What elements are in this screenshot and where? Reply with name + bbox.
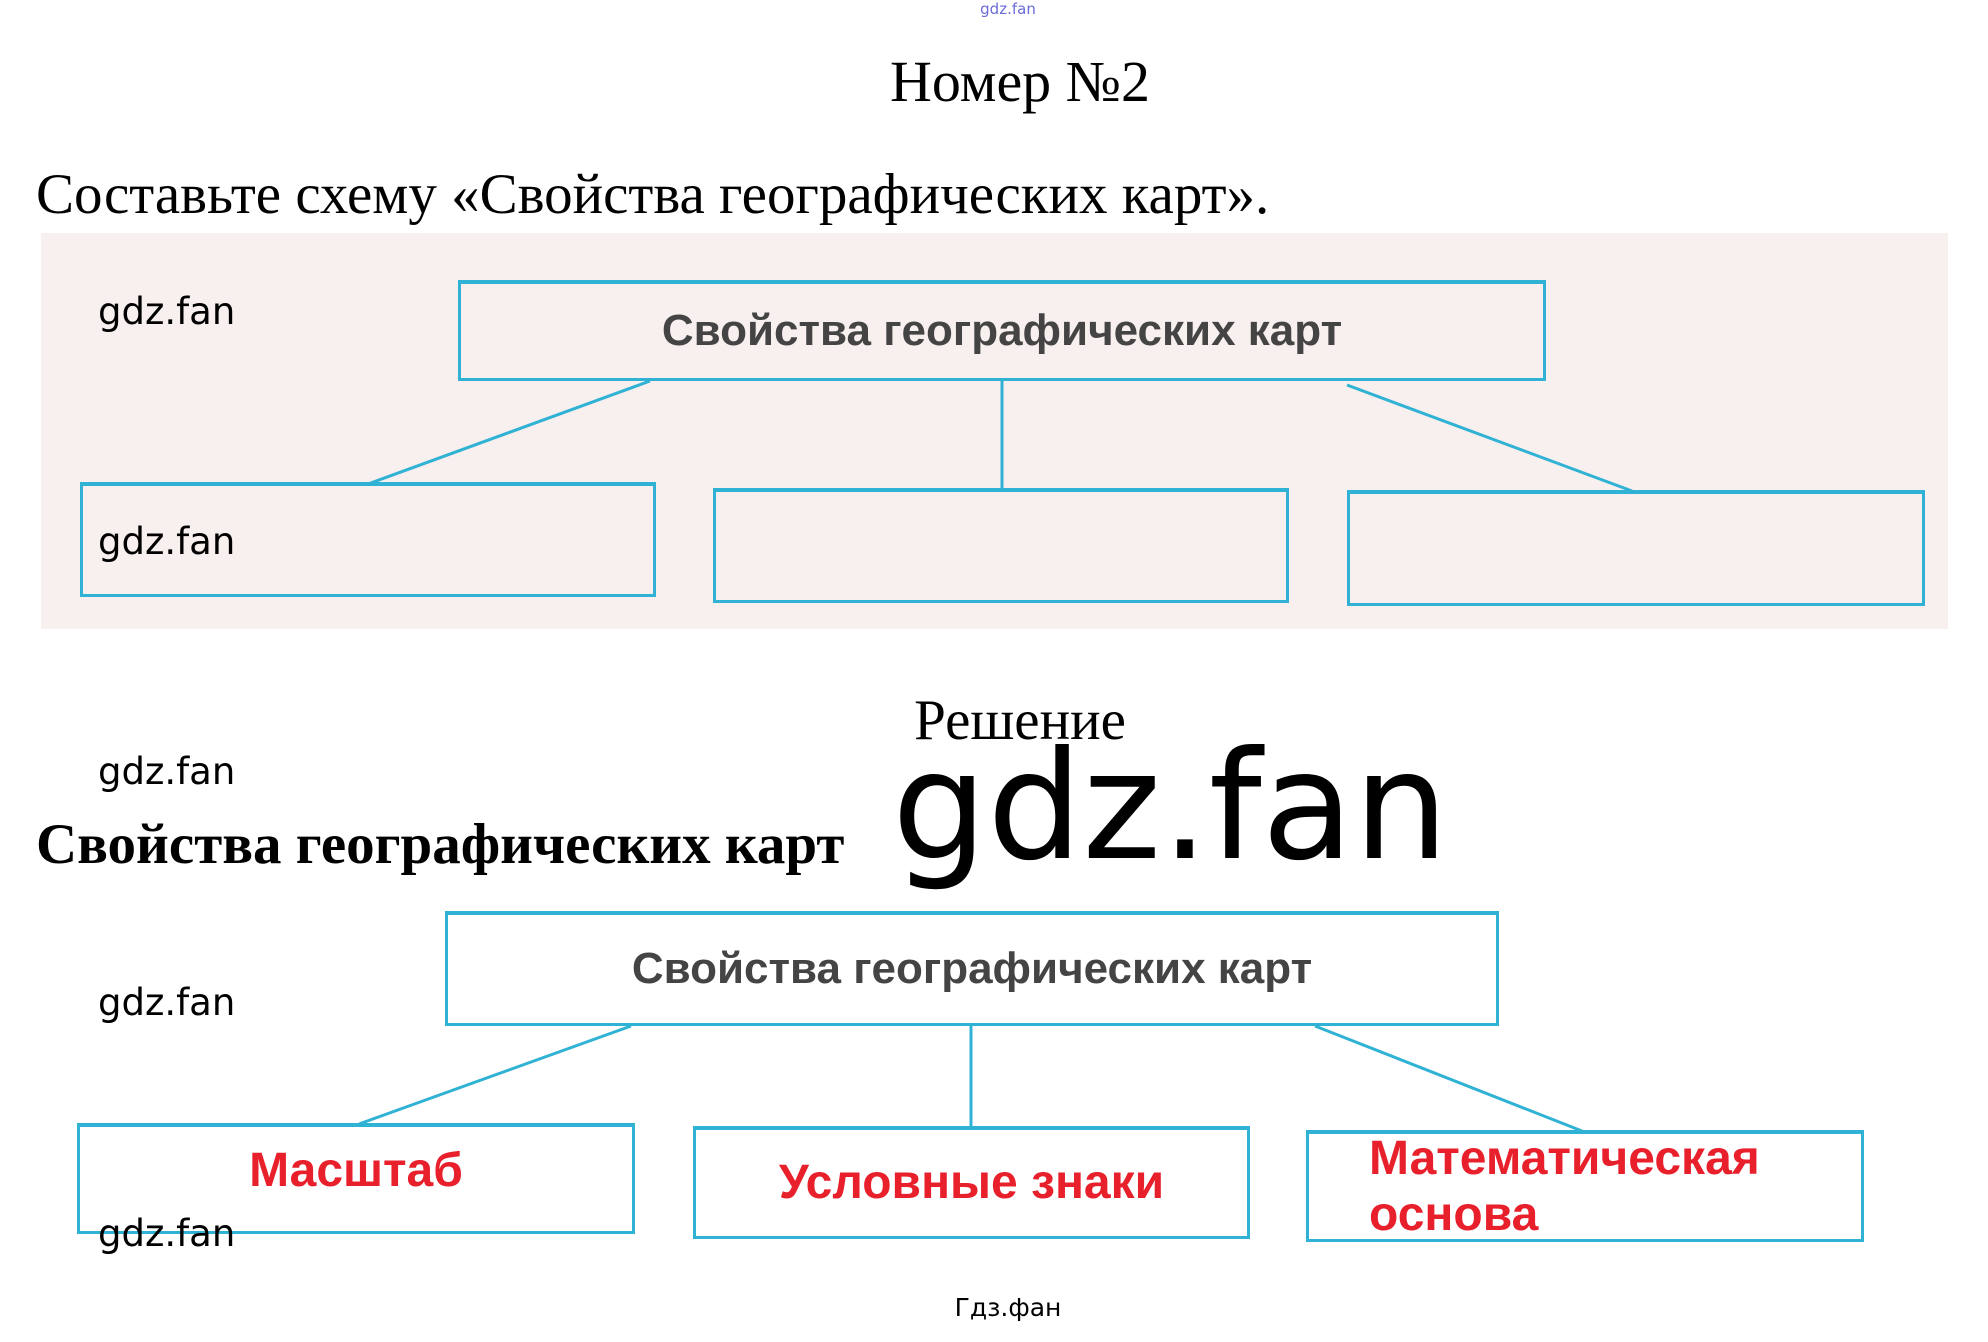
solution-heading: Решение <box>914 689 1126 752</box>
connector-left <box>367 379 651 486</box>
answer-root-label: Свойства географических карт <box>631 944 1313 993</box>
child-box-1 <box>80 482 656 597</box>
watermark: gdz.fan <box>98 1212 236 1255</box>
answer-box-symbols: Условные знаки <box>693 1126 1250 1239</box>
watermark: gdz.fan <box>98 520 236 563</box>
answer-root-box: Свойства географических карт <box>445 911 1499 1026</box>
root-label: Свойства географических карт <box>661 306 1343 355</box>
answer-box-scale: Масштаб <box>77 1123 635 1234</box>
answer-title: Свойства географических карт <box>36 813 845 876</box>
answer-symbols: Условные знаки <box>778 1156 1165 1209</box>
child-box-2 <box>713 488 1289 603</box>
child-box-3 <box>1347 490 1925 606</box>
top-watermark: gdz.fan <box>980 0 1036 18</box>
answer-scale: Масштаб <box>249 1143 463 1197</box>
watermark: gdz.fan <box>98 290 236 333</box>
connector-right-2 <box>1314 1024 1583 1133</box>
answer-math-basis: Математическая основа <box>1369 1131 1760 1241</box>
connector-right <box>1346 383 1633 493</box>
task-text: Составьте схему «Свойства географических… <box>36 163 1270 226</box>
big-watermark: gdz.fan <box>892 720 1449 894</box>
answer-box-math-basis: Математическая основа <box>1306 1130 1864 1242</box>
footer: Гдз.фан <box>954 1293 1062 1322</box>
page-title: Номер №2 <box>889 49 1151 114</box>
watermark: gdz.fan <box>98 981 236 1024</box>
task-diagram <box>41 233 1948 629</box>
connector-left-2 <box>358 1024 632 1126</box>
root-box: Свойства географических карт <box>458 280 1546 381</box>
watermark: gdz.fan <box>98 750 236 793</box>
